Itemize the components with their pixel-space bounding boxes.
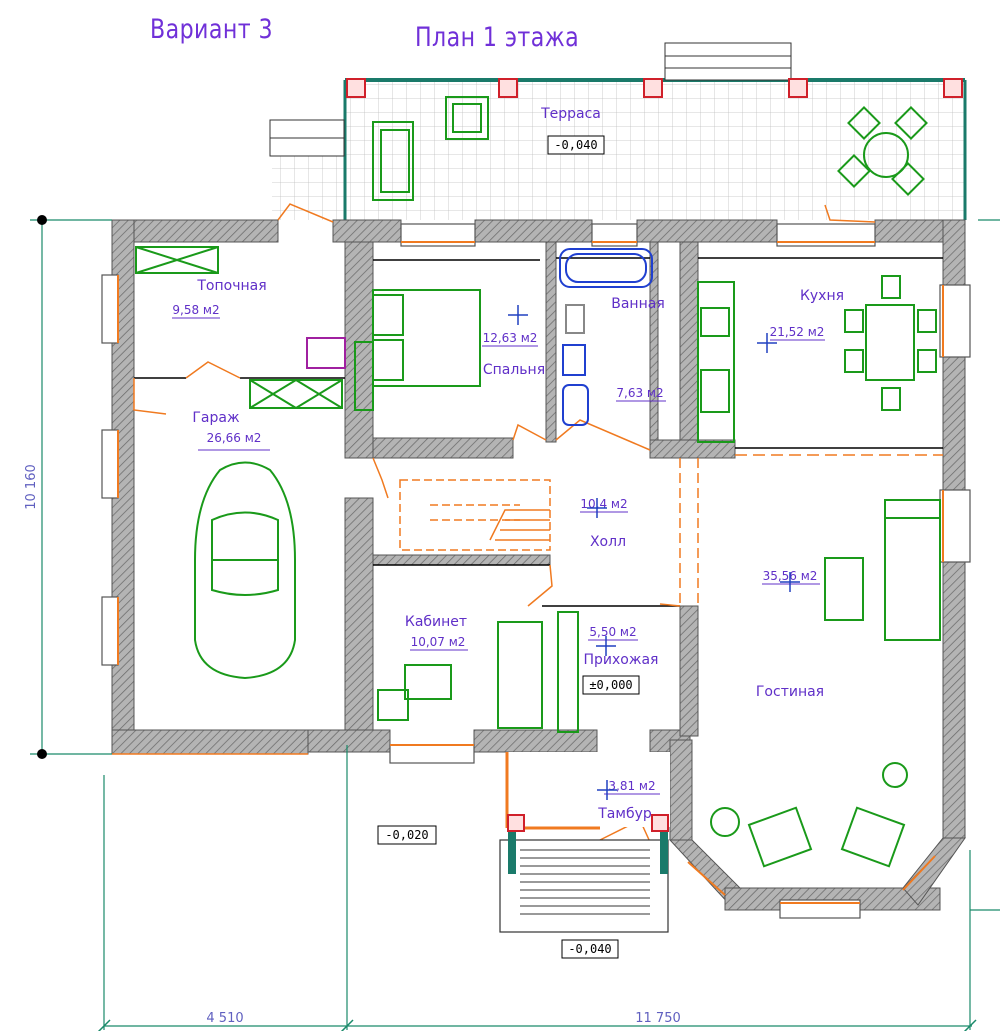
dimension-ticks	[97, 1019, 977, 1031]
hall-area: 10,4 м2	[580, 497, 627, 511]
terrace-level-box: -0,040	[547, 135, 605, 155]
bathroom-area: 7,63 м2	[616, 386, 663, 400]
study-label: Кабинет	[405, 614, 467, 630]
plan-title: План 1 этажа	[415, 22, 580, 53]
bedroom-area: 12,63 м2	[483, 331, 538, 345]
left-width-dimension: 4 510	[206, 1011, 243, 1026]
study-area: 10,07 м2	[411, 635, 466, 649]
living-label: Гостиная	[756, 684, 824, 700]
room-markers	[508, 305, 800, 800]
window-sills	[117, 241, 944, 904]
vestibule-label: Тамбур	[597, 806, 652, 822]
height-dimension: 10 160	[24, 464, 39, 510]
partitions	[134, 257, 943, 607]
boiler-area: 9,58 м2	[172, 303, 219, 317]
entry-area: 5,50 м2	[589, 625, 636, 639]
porch-level: -0,040	[568, 942, 611, 956]
interior-walls	[344, 241, 736, 737]
entry-level: ±0,000	[589, 678, 632, 692]
terrace: -0,040 Терраса	[269, 42, 967, 220]
ground-level: -0,020	[385, 828, 428, 842]
dim-node-top	[37, 215, 47, 225]
exterior-walls	[111, 219, 966, 911]
plumbing	[559, 248, 653, 426]
terrace-columns	[346, 78, 963, 98]
hall-label: Холл	[590, 534, 626, 550]
garage-label: Гараж	[192, 410, 240, 426]
terrace-furniture	[372, 96, 928, 201]
bathroom-label: Ванная	[611, 296, 665, 312]
dim-node-bottom	[37, 749, 47, 759]
variant-title: Вариант 3	[150, 14, 273, 45]
windows	[101, 223, 971, 919]
boiler-unit	[306, 337, 346, 369]
furniture	[135, 246, 941, 868]
terrace-level: -0,040	[554, 138, 597, 152]
kitchen-label: Кухня	[800, 288, 844, 304]
porch	[499, 752, 670, 933]
terrace-label: Терраса	[540, 106, 601, 122]
vestibule-area: 3,81 м2	[608, 779, 655, 793]
bedroom-label: Спальня	[483, 362, 545, 378]
right-width-dimension: 11 750	[635, 1011, 681, 1026]
kitchen-area: 21,52 м2	[770, 325, 825, 339]
stairs-solid	[489, 509, 550, 541]
garage-area: 26,66 м2	[207, 431, 262, 445]
boiler-label: Топочная	[196, 278, 266, 294]
ground-level-marker: -0,020	[377, 825, 437, 845]
terrace-steps	[269, 42, 792, 157]
porch-level-marker: -0,040	[561, 939, 619, 959]
entry-label: Прихожая	[584, 652, 659, 668]
dimension-lines	[30, 219, 1000, 1030]
